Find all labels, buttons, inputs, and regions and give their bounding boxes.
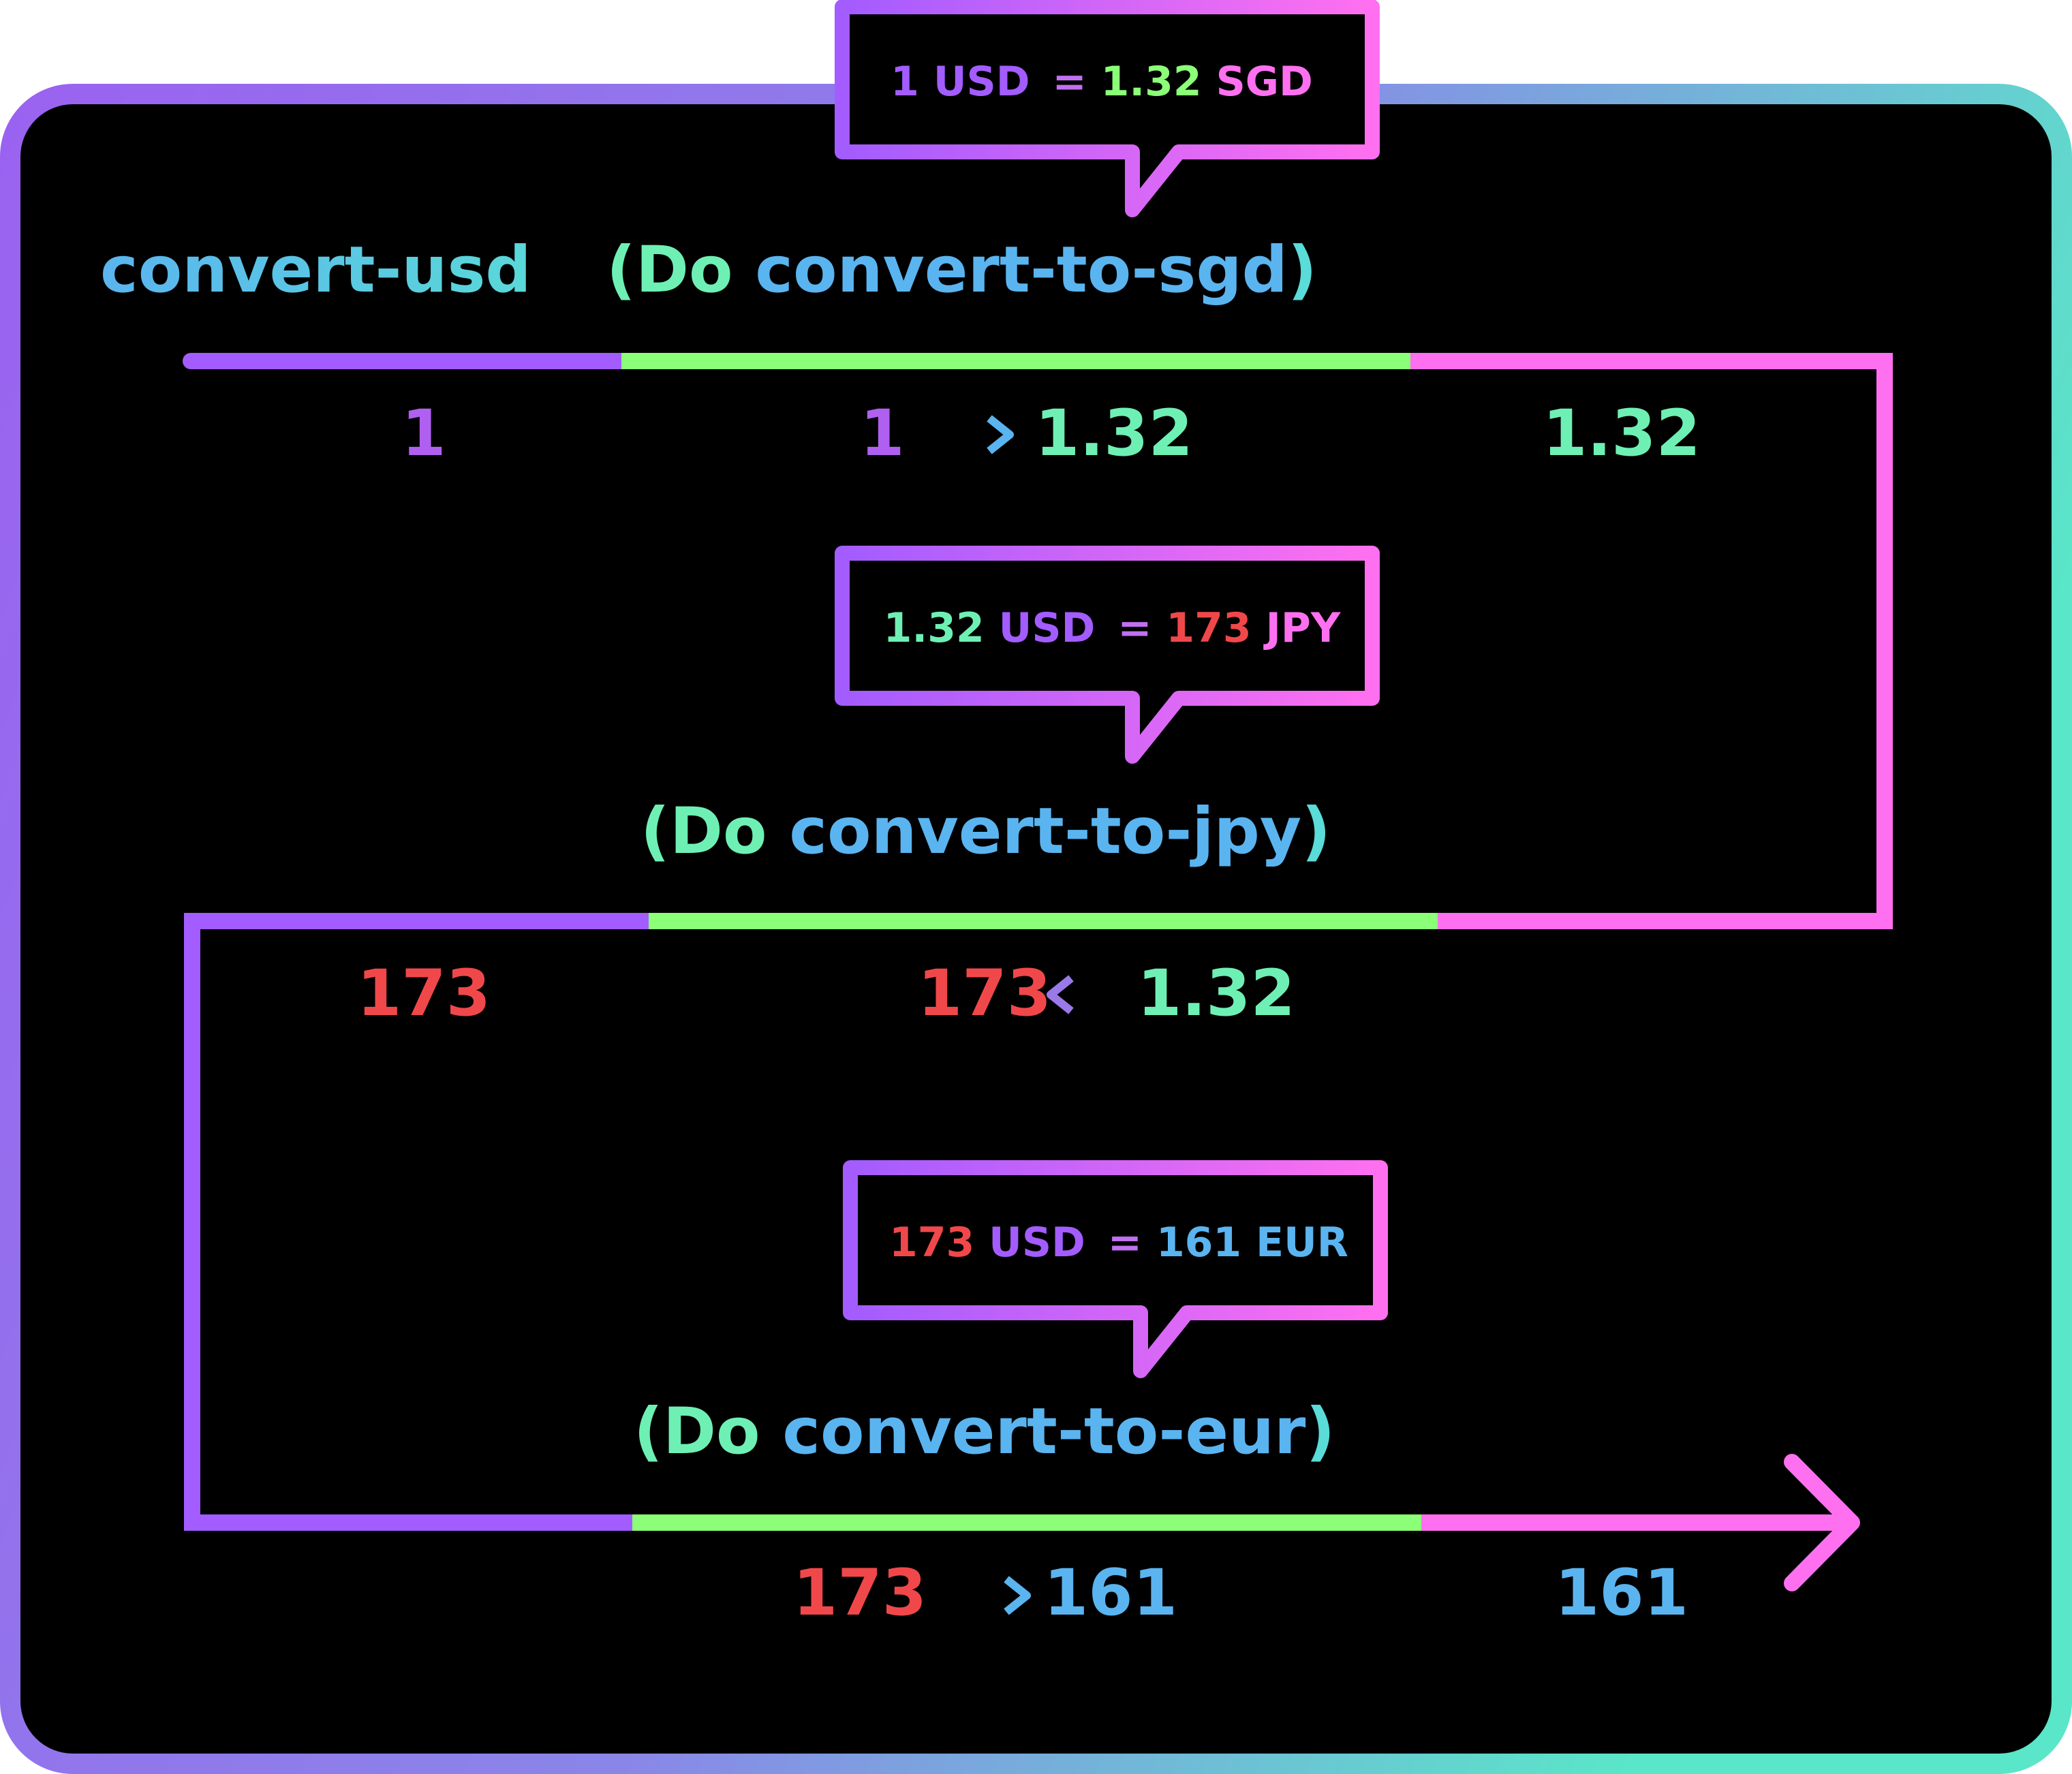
- transform-3-from: 173: [793, 1556, 927, 1630]
- step-1: 1 USD = 1.32 SGD (Do convert-to-sgd) 1 1…: [183, 0, 1893, 929]
- timeline-2-input: [184, 913, 649, 1531]
- expression-2: (Do convert-to-jpy): [640, 794, 1331, 869]
- expression-1: (Do convert-to-sgd): [606, 233, 1317, 307]
- arrow-left-2-icon: [1047, 975, 1134, 1014]
- step-3: 173 USD = 161 EUR (Do convert-to-eur) 17…: [632, 1160, 1860, 1630]
- output-value-3: 161: [1555, 1556, 1688, 1630]
- speech-bubble-2: [835, 546, 1380, 764]
- speech-bubble-1: [835, 0, 1380, 217]
- bubble-2-text: 1.32 USD = 173 JPY: [884, 604, 1342, 652]
- transform-1-to: 1.32: [1035, 396, 1193, 471]
- bubble-3-text: 173 USD = 161 EUR: [889, 1219, 1348, 1266]
- function-name: convert-usd: [100, 233, 531, 307]
- expression-3: (Do convert-to-eur): [634, 1395, 1335, 1469]
- transform-2-from: 173: [918, 956, 1051, 1031]
- arrow-right-1-icon: [933, 415, 1014, 454]
- transform-2-to: 1.32: [1137, 956, 1295, 1031]
- timeline-end-arrowhead-icon: [1784, 1454, 1860, 1591]
- arrow-right-3-icon: [944, 1576, 1031, 1615]
- bubble-1-text: 1 USD = 1.32 SGD: [891, 58, 1313, 106]
- transform-3-to: 161: [1044, 1556, 1177, 1630]
- speech-bubble-3: [843, 1160, 1388, 1378]
- transform-1-from: 1: [860, 396, 904, 471]
- output-value-1: 1.32: [1543, 396, 1701, 471]
- input-value-1: 1: [401, 396, 446, 471]
- step-2: 1.32 USD = 173 JPY (Do convert-to-jpy) 1…: [184, 546, 1885, 1531]
- output-value-2: 173: [357, 956, 491, 1031]
